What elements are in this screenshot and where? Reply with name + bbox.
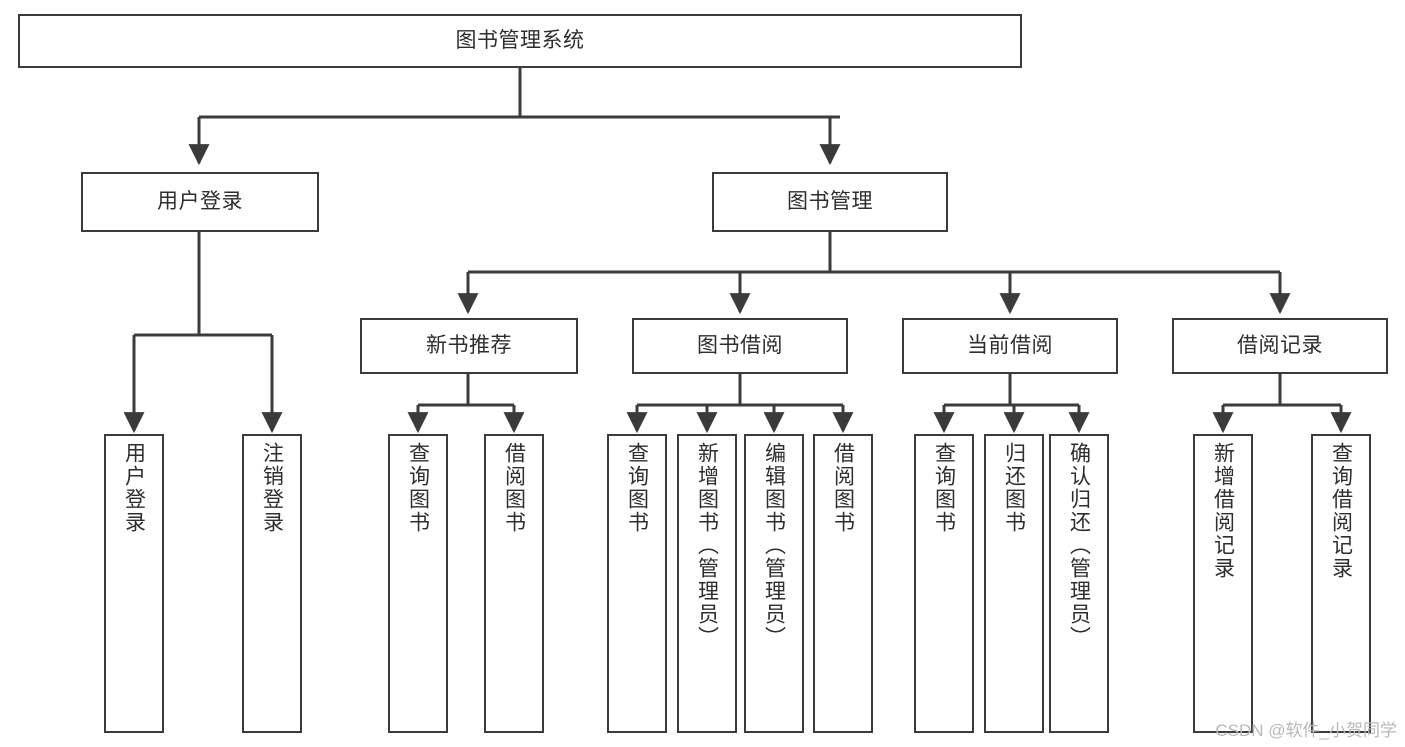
node-label: 图书管理 — [787, 189, 873, 213]
node-label: 查询图书 — [625, 442, 649, 534]
node-label: 图书管理系统 — [455, 28, 585, 52]
node-label: 借阅图书 — [502, 442, 526, 534]
leaf-current-confirm-return-admin[interactable]: 确认归还（管理员） — [1049, 434, 1109, 733]
node-label: 查询借阅记录 — [1329, 442, 1353, 580]
leaf-recommend-query-book[interactable]: 查询图书 — [388, 434, 448, 733]
leaf-records-add-record[interactable]: 新增借阅记录 — [1193, 434, 1253, 733]
node-borrow-records[interactable]: 借阅记录 — [1172, 318, 1388, 374]
node-label: 新书推荐 — [426, 333, 512, 357]
leaf-current-return-book[interactable]: 归还图书 — [984, 434, 1044, 733]
node-label: 新增图书（管理员） — [695, 442, 719, 649]
node-label: 编辑图书（管理员） — [762, 442, 786, 649]
leaf-current-query-book[interactable]: 查询图书 — [914, 434, 974, 733]
leaf-borrow-add-book-admin[interactable]: 新增图书（管理员） — [677, 434, 737, 733]
node-label: 用户登录 — [122, 442, 146, 534]
leaf-borrow-query-book[interactable]: 查询图书 — [607, 434, 667, 733]
node-label: 确认归还（管理员） — [1067, 442, 1091, 649]
leaf-recommend-borrow-book[interactable]: 借阅图书 — [484, 434, 544, 733]
node-root-system[interactable]: 图书管理系统 — [18, 14, 1022, 68]
node-label: 借阅图书 — [831, 442, 855, 534]
node-book-borrow[interactable]: 图书借阅 — [632, 318, 848, 374]
leaf-borrow-borrow-book[interactable]: 借阅图书 — [813, 434, 873, 733]
leaf-user-login-login[interactable]: 用户登录 — [104, 434, 164, 733]
leaf-records-query-record[interactable]: 查询借阅记录 — [1311, 434, 1371, 733]
node-label: 新增借阅记录 — [1211, 442, 1235, 580]
node-label: 图书借阅 — [697, 333, 783, 357]
node-label: 用户登录 — [157, 189, 243, 213]
node-label: 借阅记录 — [1237, 333, 1323, 357]
leaf-user-login-logout[interactable]: 注销登录 — [242, 434, 302, 733]
leaf-borrow-edit-book-admin[interactable]: 编辑图书（管理员） — [744, 434, 804, 733]
node-label: 查询图书 — [932, 442, 956, 534]
node-current-borrow[interactable]: 当前借阅 — [902, 318, 1118, 374]
node-label: 当前借阅 — [967, 333, 1053, 357]
node-label: 查询图书 — [406, 442, 430, 534]
node-label: 归还图书 — [1002, 442, 1026, 534]
node-user-login[interactable]: 用户登录 — [81, 172, 319, 232]
node-book-management[interactable]: 图书管理 — [712, 172, 948, 232]
node-label: 注销登录 — [260, 442, 284, 534]
node-new-book-recommend[interactable]: 新书推荐 — [360, 318, 578, 374]
